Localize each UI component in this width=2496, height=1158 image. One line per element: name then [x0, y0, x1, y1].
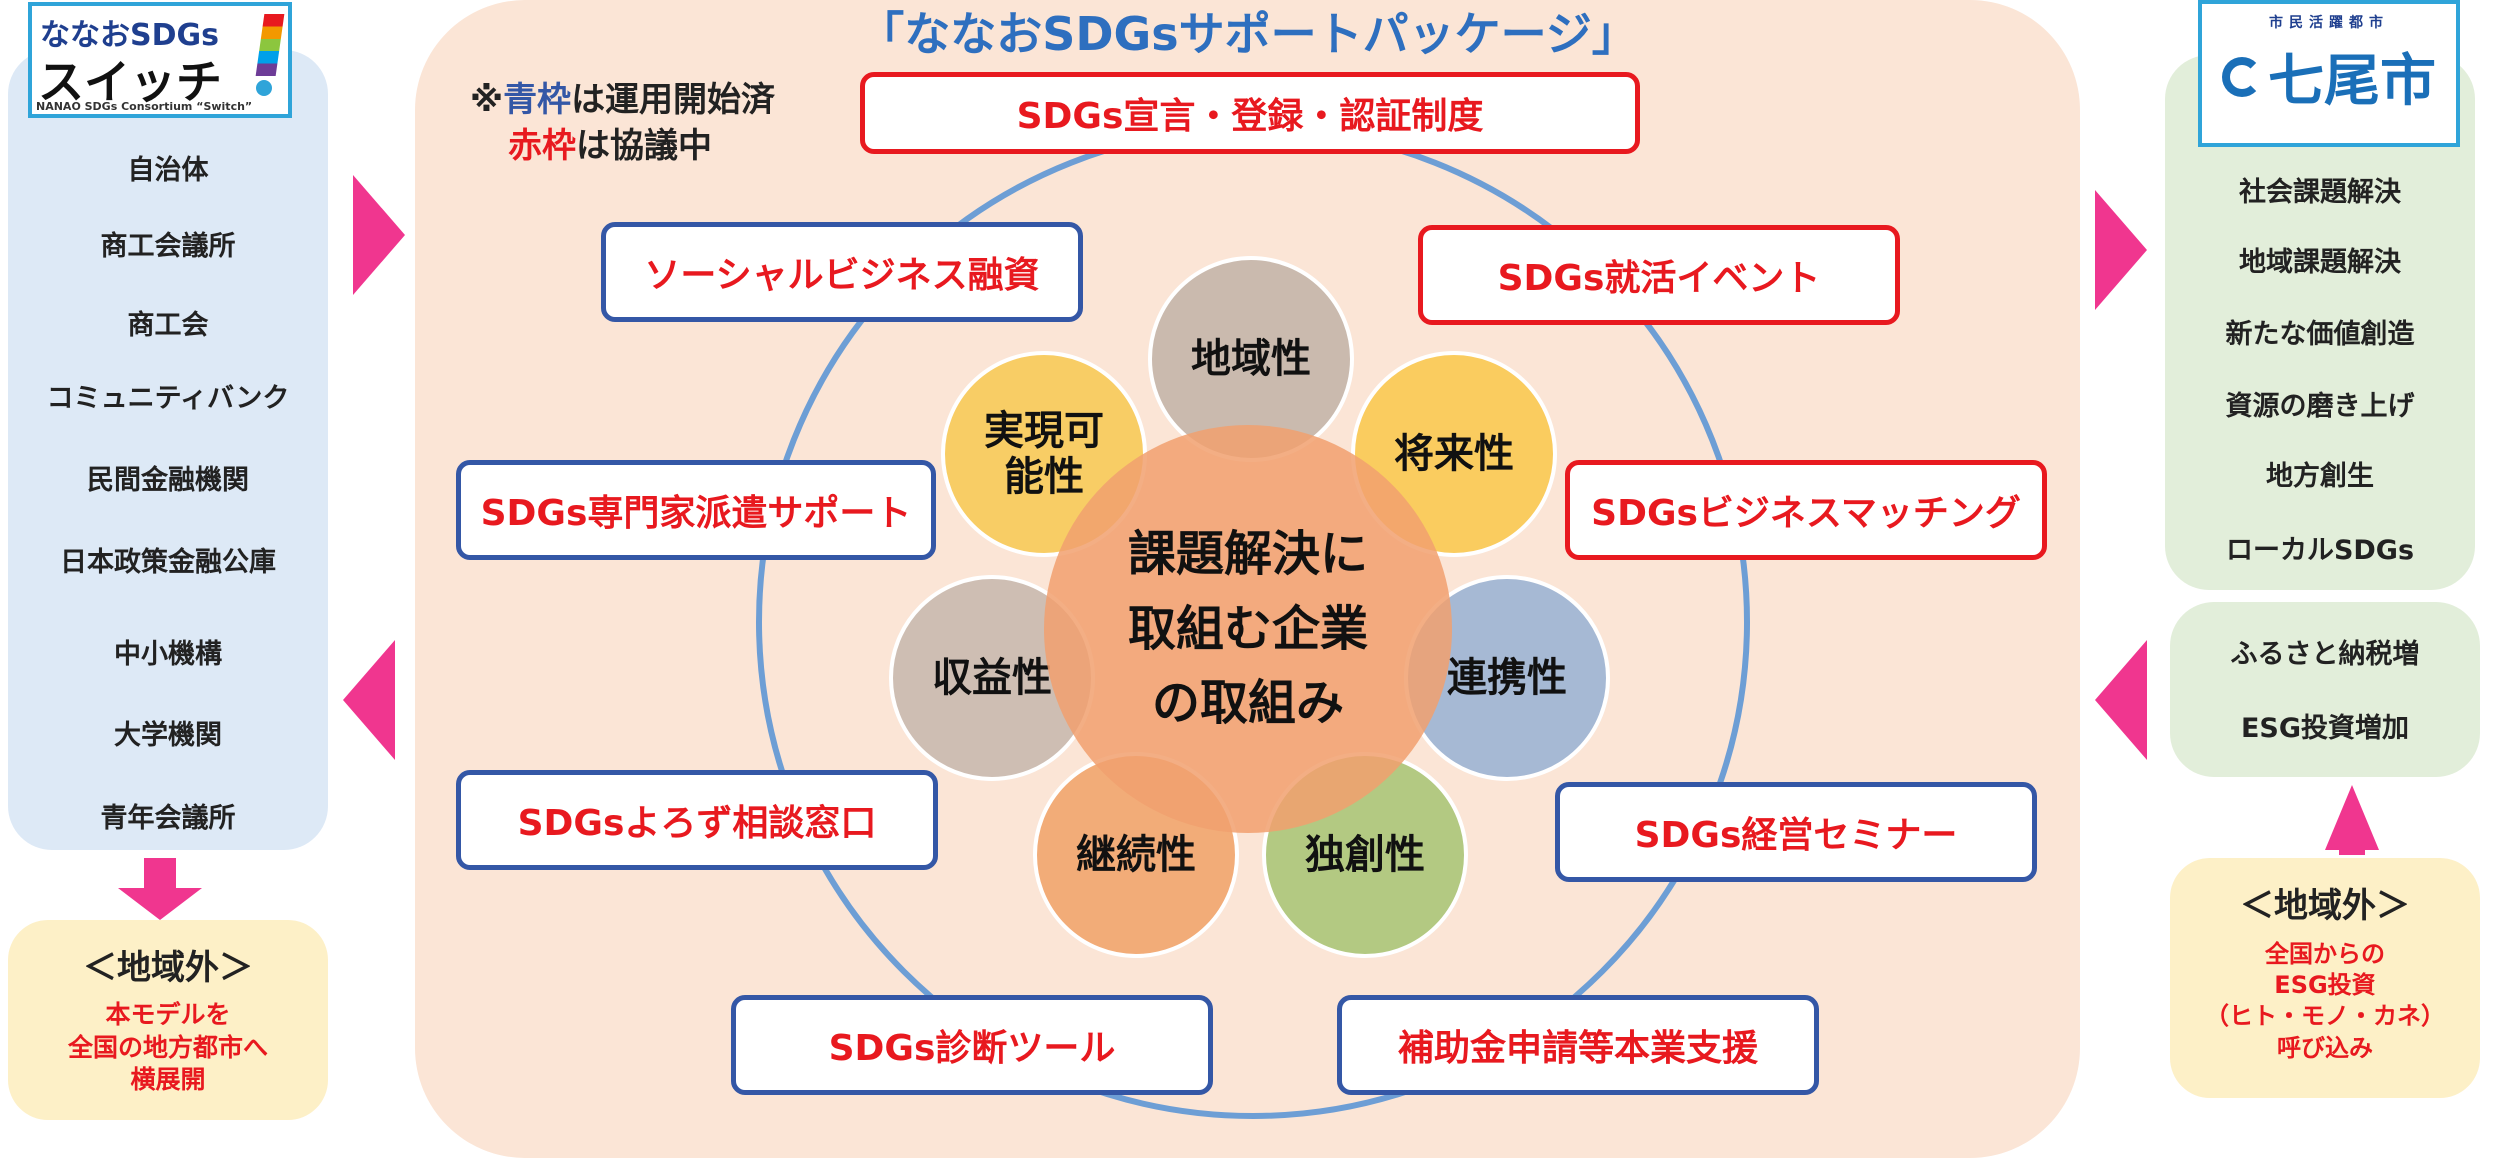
- right-outside-line: 全国からの: [2265, 940, 2385, 968]
- box-subsidy-support: 補助金申請等本業支援: [1337, 995, 1819, 1095]
- nanao-city-logo: 市民活躍都市 七尾市: [2198, 0, 2460, 147]
- logo-line2: スイッチ: [38, 55, 222, 109]
- city-logo-name: 七尾市: [2268, 48, 2436, 114]
- left-member-item: 民間金融機関: [87, 465, 249, 496]
- left-member-item: コミュニティバンク: [46, 383, 290, 414]
- arrow-right-left-panel-icon: [353, 175, 405, 295]
- logo-subtitle: NANAO SDGs Consortium “Switch”: [36, 100, 253, 113]
- city-logo-top: 市民活躍都市: [2269, 15, 2389, 31]
- box-social-business-loan: ソーシャルビジネス融資: [601, 222, 1083, 322]
- center-circle: 課題解決に 取組む企業 の取組み: [1044, 425, 1452, 833]
- legend-mark: ※: [470, 80, 504, 120]
- city-emblem-icon: [2222, 56, 2262, 97]
- package-title: 「ななおSDGsサポートパッケージ」: [858, 7, 1638, 61]
- arrow-right-right-panel-icon: [2095, 190, 2147, 310]
- center-line: 取組む企業: [1127, 600, 1368, 657]
- box-sdgs-management-seminar: SDGs経営セミナー: [1555, 782, 2037, 882]
- right-outcome-item: 社会課題解決: [2239, 177, 2401, 208]
- box-sdgs-diagnosis-tool: SDGs診断ツール: [731, 995, 1213, 1095]
- left-member-item: 中小機構: [114, 639, 222, 670]
- right-outside-line: ESG投資: [2274, 971, 2376, 1000]
- nanao-sdgs-switch-logo: ななおSDGs スイッチ NANAO SDGs Consortium “Swit…: [28, 2, 292, 118]
- right-outcome-item: ローカルSDGs: [2225, 535, 2415, 566]
- box-sdgs-job-event: SDGs就活イベント: [1418, 225, 1900, 325]
- right-mid-item: ESG投資増加: [2240, 713, 2410, 744]
- left-member-item: 商工会議所: [100, 231, 236, 262]
- legend-red-suffix: は協議中: [576, 125, 712, 166]
- arrow-down-left-icon: [118, 858, 202, 920]
- right-outcome-item: 地方創生: [2266, 461, 2374, 492]
- left-outside-box: ＜地域外＞ 本モデルを 全国の地方都市へ 横展開: [8, 920, 328, 1120]
- left-outside-line: 全国の地方都市へ: [67, 1032, 268, 1062]
- right-mid-panel: [2170, 602, 2480, 777]
- legend: ※青枠は運用開始済 赤枠は協議中: [470, 78, 775, 170]
- right-outside-title: ＜地域外＞: [2240, 886, 2410, 926]
- left-member-item: 大学機関: [114, 720, 222, 751]
- right-outcome-item: 資源の磨き上げ: [2225, 391, 2415, 422]
- box-sdgs-consultation: SDGsよろず相談窓口: [456, 770, 938, 870]
- left-member-item: 青年会議所: [100, 803, 236, 834]
- left-outside-line: 本モデルを: [105, 1000, 231, 1029]
- petal-keizoku: 継続性: [1033, 752, 1239, 958]
- box-sdgs-expert-dispatch: SDGs専門家派遣サポート: [456, 460, 936, 560]
- arrow-up-right-icon: [2325, 785, 2379, 855]
- right-outcome-item: 新たな価値創造: [2225, 319, 2415, 350]
- logo-line1: ななおSDGs: [40, 18, 219, 53]
- left-outside-body: 本モデルを 全国の地方都市へ 横展開: [8, 999, 328, 1097]
- box-sdgs-declaration: SDGs宣言・登録・認証制度: [860, 72, 1640, 154]
- right-mid-item: ふるさと納税増: [2230, 639, 2420, 670]
- left-outside-title: ＜地域外＞: [83, 948, 253, 988]
- arrow-left-right-panel-icon: [2095, 640, 2147, 760]
- arrow-left-left-panel-icon: [343, 640, 395, 760]
- left-member-panel: [8, 50, 328, 850]
- legend-red-word: 赤枠: [508, 125, 576, 166]
- logo-exclamation-dot-icon: [256, 80, 272, 96]
- right-outside-box: ＜地域外＞ 全国からの ESG投資 （ヒト・モノ・カネ） 呼び込み: [2170, 858, 2480, 1098]
- legend-blue-suffix: は運用開始済: [571, 80, 776, 120]
- center-line: の取組み: [1151, 675, 1344, 732]
- right-outside-line: （ヒト・モノ・カネ）: [2205, 1002, 2445, 1031]
- left-member-item: 日本政策金融公庫: [60, 547, 276, 578]
- right-outside-body: 全国からの ESG投資 （ヒト・モノ・カネ） 呼び込み: [2170, 939, 2480, 1064]
- left-member-item: 自治体: [127, 155, 209, 186]
- right-outside-line: 呼び込み: [2277, 1033, 2373, 1062]
- center-line: 課題解決に: [1127, 526, 1368, 583]
- right-outcome-item: 地域課題解決: [2239, 247, 2401, 278]
- legend-blue-word: 青枠: [503, 80, 572, 120]
- left-outside-line: 横展開: [130, 1065, 206, 1094]
- box-sdgs-business-matching: SDGsビジネスマッチング: [1565, 460, 2047, 560]
- left-member-item: 商工会: [127, 310, 209, 341]
